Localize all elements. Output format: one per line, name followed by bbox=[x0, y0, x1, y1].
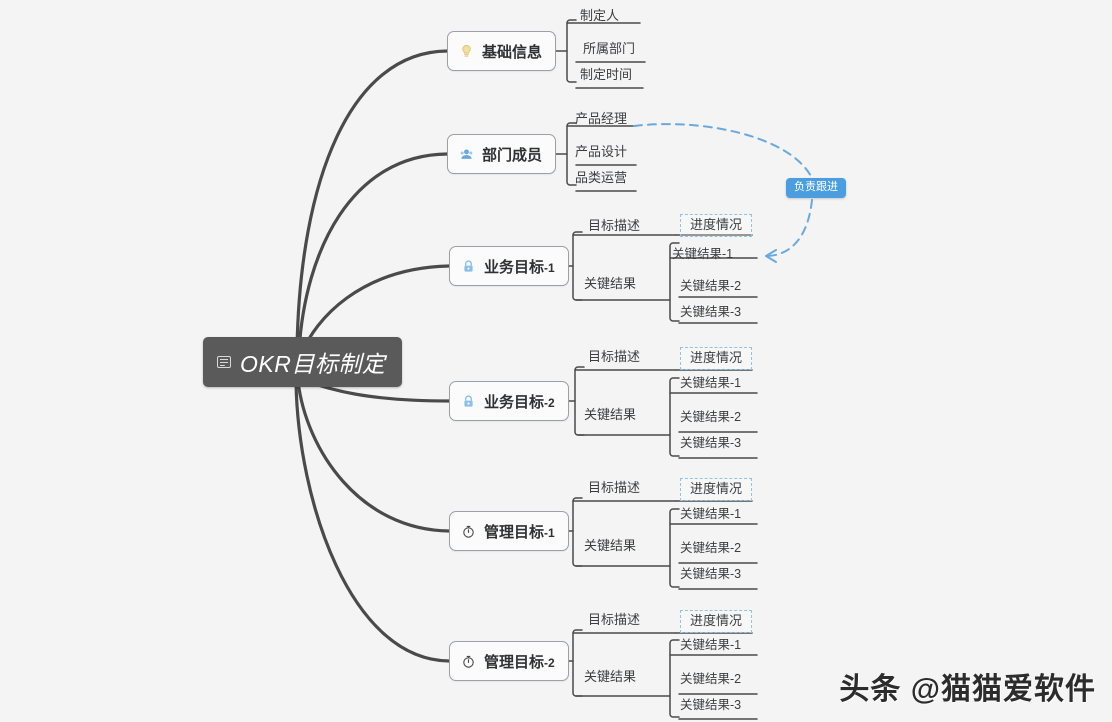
key-result-item[interactable]: 关键结果-3 bbox=[680, 436, 742, 450]
relation-curve-upper bbox=[633, 123, 813, 179]
child-label-goal-description[interactable]: 目标描述 bbox=[588, 480, 641, 495]
child-label-goal-description[interactable]: 目标描述 bbox=[588, 218, 641, 233]
key-result-item[interactable]: 关键结果-3 bbox=[680, 567, 742, 581]
key-result-item[interactable]: 关键结果-3 bbox=[680, 305, 742, 319]
child-label-key-results[interactable]: 关键结果 bbox=[584, 276, 637, 291]
branch-node-label: 管理目标-2 bbox=[484, 653, 555, 671]
key-result-item[interactable]: 关键结果-2 bbox=[680, 541, 742, 555]
branch-node-business-goal-1[interactable]: 业务目标-1 bbox=[449, 246, 569, 286]
watermark-text: 头条 @猫猫爱软件 bbox=[839, 673, 1096, 706]
link-root-to-branch-5 bbox=[296, 379, 451, 533]
child-label-product-design[interactable]: 产品设计 bbox=[575, 144, 628, 159]
link-root-to-branch-6 bbox=[294, 380, 451, 663]
key-result-item[interactable]: 关键结果-1 bbox=[672, 247, 734, 261]
link-b6-kr-bracket bbox=[669, 639, 680, 718]
relation-curve-lower bbox=[765, 199, 813, 257]
child-label-goal-description[interactable]: 目标描述 bbox=[588, 349, 641, 364]
lock-icon bbox=[464, 259, 473, 272]
key-result-item[interactable]: 关键结果-1 bbox=[680, 638, 742, 652]
key-result-item[interactable]: 关键结果-1 bbox=[680, 376, 742, 390]
link-b6-bracket bbox=[572, 629, 583, 697]
branch-node-label: 基础信息 bbox=[482, 43, 543, 61]
child-label-key-results[interactable]: 关键结果 bbox=[584, 669, 637, 684]
child-label-goal-description[interactable]: 目标描述 bbox=[588, 612, 641, 627]
branch-node-label: 部门成员 bbox=[482, 146, 543, 164]
child-label-category-ops[interactable]: 品类运营 bbox=[575, 170, 628, 185]
progress-status-badge[interactable]: 进度情况 bbox=[680, 610, 753, 633]
lock-icon bbox=[464, 394, 473, 407]
progress-status-badge[interactable]: 进度情况 bbox=[680, 214, 753, 237]
link-b1-bracket bbox=[566, 19, 577, 83]
relation-arrowhead bbox=[765, 249, 777, 263]
progress-status-badge[interactable]: 进度情况 bbox=[680, 478, 753, 501]
link-b4-kr-bracket bbox=[669, 377, 680, 457]
branch-node-department-members[interactable]: 部门成员 bbox=[447, 134, 557, 174]
key-result-item[interactable]: 关键结果-1 bbox=[680, 507, 742, 521]
child-label-creator[interactable]: 制定人 bbox=[580, 8, 620, 23]
branch-node-label: 业务目标-2 bbox=[484, 393, 555, 411]
key-result-item[interactable]: 关键结果-2 bbox=[680, 410, 742, 424]
child-label-key-results[interactable]: 关键结果 bbox=[584, 538, 637, 553]
link-b3-bracket bbox=[572, 231, 583, 301]
root-node[interactable]: OKR目标制定 bbox=[203, 337, 403, 387]
key-result-item[interactable]: 关键结果-3 bbox=[680, 698, 742, 712]
key-result-item[interactable]: 关键结果-2 bbox=[680, 279, 742, 293]
link-root-to-branch-2 bbox=[297, 152, 449, 353]
relation-label-badge[interactable]: 负责跟进 bbox=[786, 178, 846, 198]
link-b4-bracket bbox=[574, 366, 585, 436]
lightbulb-icon bbox=[462, 44, 471, 57]
child-label-department[interactable]: 所属部门 bbox=[583, 41, 636, 56]
branch-node-business-goal-2[interactable]: 业务目标-2 bbox=[449, 381, 569, 421]
root-node-label: OKR目标制定 bbox=[240, 351, 386, 377]
link-root-to-branch-1 bbox=[295, 49, 449, 351]
branch-node-management-goal-1[interactable]: 管理目标-1 bbox=[449, 511, 569, 551]
branch-node-management-goal-2[interactable]: 管理目标-2 bbox=[449, 641, 569, 681]
stopwatch-icon bbox=[463, 655, 474, 668]
branch-node-label: 业务目标-1 bbox=[484, 258, 555, 276]
link-b5-bracket bbox=[572, 497, 583, 567]
link-b5-kr-bracket bbox=[669, 508, 680, 588]
stopwatch-icon bbox=[463, 525, 474, 538]
child-label-key-results[interactable]: 关键结果 bbox=[584, 407, 637, 422]
branch-node-basic-info[interactable]: 基础信息 bbox=[447, 31, 557, 71]
key-result-item[interactable]: 关键结果-2 bbox=[680, 672, 742, 686]
progress-status-badge[interactable]: 进度情况 bbox=[680, 347, 753, 370]
branch-node-label: 管理目标-1 bbox=[484, 523, 555, 541]
child-label-product-manager[interactable]: 产品经理 bbox=[575, 111, 628, 126]
child-label-created-time[interactable]: 制定时间 bbox=[580, 67, 633, 82]
list-card-icon bbox=[217, 356, 231, 368]
people-icon bbox=[460, 148, 473, 159]
